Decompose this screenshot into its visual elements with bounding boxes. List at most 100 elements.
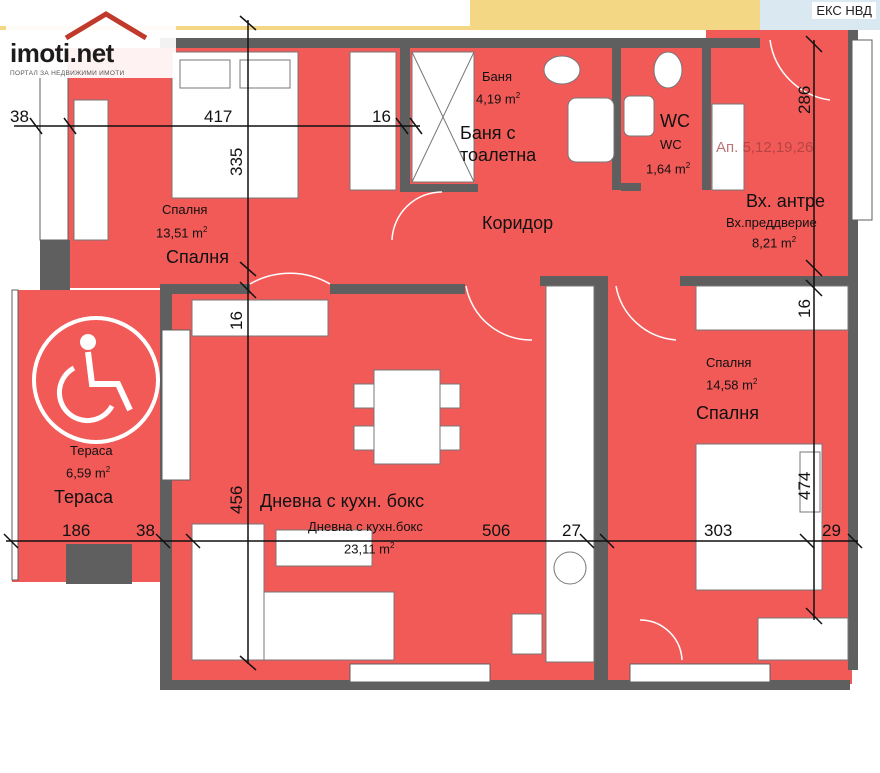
bath-sub: Баня	[482, 69, 512, 84]
wall-bedroom2-top	[680, 276, 850, 286]
window-bedroom1	[39, 49, 69, 241]
dim-16-top: 16	[372, 107, 391, 126]
logo-tagline: ПОРТАЛ ЗА НЕДВИЖИМИ ИМОТИ	[10, 70, 125, 77]
wc-sub: WC	[660, 137, 682, 152]
sink-bath	[567, 97, 615, 163]
dining-table	[373, 369, 441, 465]
wall-wc-right	[702, 40, 711, 190]
wall-terrace-column	[66, 544, 132, 584]
door-corridor-bath	[391, 191, 443, 241]
bedroom2-area: 14,58 m2	[706, 377, 758, 393]
dim-474: 474	[795, 471, 814, 500]
window-bottom-2	[629, 663, 771, 683]
toilet-wc	[653, 51, 683, 89]
door-balcony	[639, 619, 683, 661]
bath-name: Баня с тоалетна	[460, 123, 537, 165]
tv-unit	[275, 529, 373, 567]
living-name: Дневна с кухн. бокс	[260, 491, 425, 511]
sofa-seat	[263, 591, 395, 661]
bedroom1-name: Спалня	[166, 247, 229, 267]
dim-286: 286	[795, 85, 814, 114]
sink-kitchen	[553, 551, 587, 585]
window-bottom-1	[349, 663, 491, 683]
bedroom1-sub: Спалня	[162, 202, 208, 217]
terrace-name: Тераса	[54, 487, 114, 507]
dim-335: 335	[227, 147, 246, 176]
pillow-1	[179, 59, 231, 89]
entrance-sub: Вх.преддверие	[726, 215, 817, 230]
dim-303: 303	[704, 521, 733, 540]
logo-brand: imoti.net	[10, 38, 114, 68]
dim-ticks	[3, 15, 863, 671]
shelf-living	[191, 299, 329, 337]
windows	[11, 39, 873, 683]
desk-1	[73, 99, 109, 241]
wall-right-outer	[848, 30, 858, 670]
dim-506: 506	[482, 521, 511, 540]
chair-1	[353, 383, 375, 409]
window-terrace-rail	[11, 289, 19, 581]
wardrobe-1	[349, 51, 397, 191]
window-terrace-door	[161, 329, 191, 481]
wall-kitchen-top	[540, 276, 608, 286]
chair-4	[439, 425, 461, 451]
wardrobe-2	[695, 285, 849, 331]
dim-38-bottom: 38	[136, 521, 155, 540]
wc-area: 1,64 m2	[646, 161, 691, 177]
bedroom1-area: 13,51 m2	[156, 225, 208, 241]
toilet-bath	[543, 55, 581, 85]
entrance-name: Вх. антре	[746, 191, 826, 211]
wall-bedroom1-left	[40, 240, 70, 290]
corner-label: ЕКС НВД	[812, 2, 876, 19]
wall-bottom	[160, 680, 850, 690]
doors	[249, 39, 831, 661]
pillow-3	[799, 451, 821, 513]
wheelchair-body	[85, 351, 133, 412]
wall-bedroom1-bottom	[160, 284, 250, 294]
wheelchair-circle	[32, 316, 160, 444]
door-corridor-living	[465, 285, 533, 341]
dim-186: 186	[62, 521, 91, 540]
chair-3	[439, 383, 461, 409]
bath-area: 4,19 m2	[476, 91, 521, 107]
door-bedroom2	[615, 285, 677, 341]
wall-bedroom1-bottom-2	[330, 284, 465, 294]
wall-bath-right	[612, 40, 621, 190]
wall-kitchen	[594, 284, 608, 684]
shower-line-2	[411, 51, 475, 183]
terrace-area: 6,59 m2	[66, 465, 111, 481]
wc-name: WC	[660, 111, 690, 131]
dim-417: 417	[204, 107, 233, 126]
dim-29: 29	[822, 521, 841, 540]
door-bedroom1	[249, 272, 331, 285]
corridor-name: Коридор	[482, 213, 554, 233]
apartment-tag: Ап. 5,12,19,26	[716, 139, 814, 156]
wheelchair-head	[80, 334, 96, 350]
sink-wc	[623, 95, 655, 137]
window-right	[851, 39, 873, 221]
wall-bath-bottom	[400, 184, 478, 192]
wall-bath-left	[400, 40, 410, 192]
dim-27: 27	[562, 521, 581, 540]
terrace-sub: Тераса	[70, 443, 113, 458]
entrance-area: 8,21 m2	[752, 235, 797, 251]
living-sub: Дневна с кухн.бокс	[308, 519, 423, 534]
walls	[40, 30, 858, 690]
living-area: 23,11 m2	[344, 541, 395, 557]
dim-16-right: 16	[795, 299, 814, 318]
imoti-logo: imoti.net ПОРТАЛ ЗА НЕДВИЖИМИ ИМОТИ	[6, 8, 176, 78]
entrance-wardrobe	[711, 103, 745, 191]
wall-top	[160, 38, 760, 48]
door-entrance	[769, 39, 831, 101]
dim-16-left: 16	[227, 311, 246, 330]
wheelchair-icon	[32, 316, 160, 444]
dim-456: 456	[227, 485, 246, 514]
stove	[511, 613, 543, 655]
wheelchair-wheel	[56, 365, 115, 424]
dim-38-top: 38	[10, 107, 29, 126]
corridor-fill	[402, 192, 852, 284]
chair-2	[353, 425, 375, 451]
desk-2	[757, 617, 849, 661]
sofa	[191, 523, 265, 661]
